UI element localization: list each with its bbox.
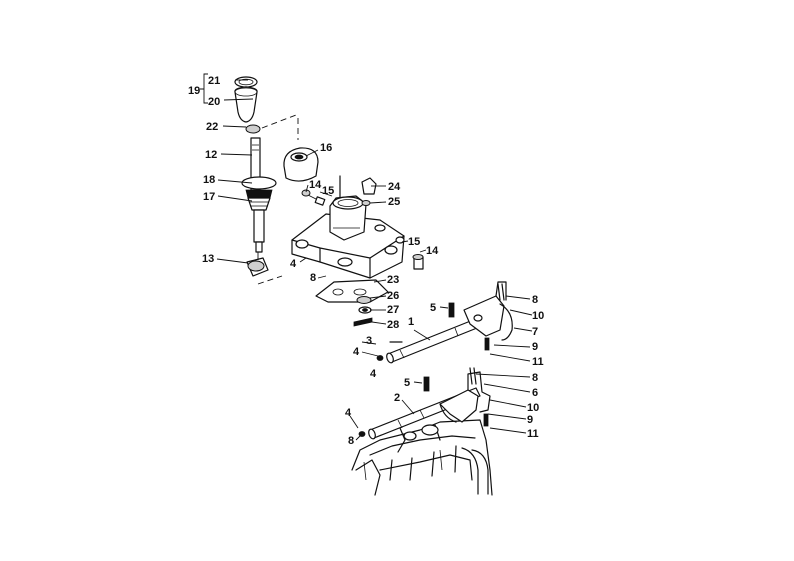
lever-lower-shaft bbox=[253, 209, 265, 253]
sleeve-pin-upper bbox=[484, 337, 490, 351]
callout-4-housing: 4 bbox=[290, 258, 297, 270]
callout-13: 13 bbox=[202, 253, 214, 265]
callout-14-right: 14 bbox=[426, 245, 439, 257]
callout-26: 26 bbox=[387, 290, 399, 302]
shift-housing bbox=[291, 175, 405, 279]
detent-spring bbox=[358, 306, 372, 314]
callout-16: 16 bbox=[320, 142, 332, 154]
shift-knob-cap bbox=[234, 76, 258, 88]
callout-9-upper: 9 bbox=[532, 341, 538, 353]
washer-left-2 bbox=[358, 431, 366, 437]
callout-8-lower: 8 bbox=[532, 372, 538, 384]
callout-19: 19 bbox=[188, 85, 200, 97]
spring-pin-lower bbox=[469, 367, 477, 385]
housing-bolt-left bbox=[301, 189, 326, 206]
callout-27: 27 bbox=[387, 304, 399, 316]
callout-24: 24 bbox=[388, 181, 401, 193]
callout-23: 23 bbox=[387, 274, 399, 286]
knob-nut bbox=[245, 124, 261, 134]
shift-boot bbox=[283, 147, 319, 182]
shift-knob bbox=[234, 86, 258, 123]
roll-pin-lower bbox=[423, 376, 430, 392]
callout-1: 1 bbox=[408, 316, 414, 328]
callout-22: 22 bbox=[206, 121, 218, 133]
lever-spring-seat bbox=[241, 176, 277, 211]
gearbox-housing bbox=[351, 419, 493, 496]
callout-4-lower: 4 bbox=[345, 407, 352, 419]
callout-4-upper-b: 4 bbox=[370, 368, 377, 380]
shift-fork-upper bbox=[463, 281, 513, 341]
leader-lines bbox=[200, 73, 533, 441]
callout-3: 3 bbox=[366, 335, 372, 347]
callout-17: 17 bbox=[203, 191, 215, 203]
callout-14-left: 14 bbox=[309, 179, 322, 191]
callout-5-upper: 5 bbox=[430, 302, 436, 314]
callout-5-lower: 5 bbox=[404, 377, 410, 389]
callout-11-upper: 11 bbox=[532, 356, 544, 368]
washer-left-1 bbox=[376, 355, 384, 361]
callout-25: 25 bbox=[388, 196, 400, 208]
callout-18: 18 bbox=[203, 174, 215, 186]
callout-2: 2 bbox=[394, 392, 400, 404]
callout-15-right: 15 bbox=[408, 236, 420, 248]
callout-15-left: 15 bbox=[322, 185, 334, 197]
callout-8-housing: 8 bbox=[310, 272, 316, 284]
selector-shaft-upper bbox=[386, 317, 483, 364]
callout-7: 7 bbox=[532, 326, 538, 338]
callout-10-lower: 10 bbox=[527, 402, 539, 414]
lever-bottom-ball bbox=[246, 252, 269, 277]
assembly-line-lever bbox=[261, 114, 297, 129]
callout-10-upper: 10 bbox=[532, 310, 544, 322]
callout-12: 12 bbox=[205, 149, 217, 161]
callout-11-lower: 11 bbox=[527, 428, 539, 440]
callout-8-lower-left: 8 bbox=[348, 435, 354, 447]
callout-8-upper: 8 bbox=[532, 294, 538, 306]
housing-bolt-right bbox=[395, 236, 424, 270]
plug-washer bbox=[356, 296, 372, 304]
callout-20: 20 bbox=[208, 96, 220, 108]
shift-fork-lower bbox=[439, 371, 491, 423]
gasket-plate bbox=[315, 279, 389, 303]
breather-valve bbox=[361, 177, 377, 206]
callout-28: 28 bbox=[387, 319, 399, 331]
detent-pin bbox=[353, 317, 373, 327]
callout-21: 21 bbox=[208, 75, 220, 87]
callout-9-lower: 9 bbox=[527, 414, 533, 426]
roll-pin-upper bbox=[448, 302, 455, 318]
assembly-line-bottom bbox=[257, 275, 283, 285]
callout-6: 6 bbox=[532, 387, 538, 399]
spring-pin-upper bbox=[497, 283, 505, 301]
callout-4-upper: 4 bbox=[353, 346, 360, 358]
sleeve-pin-lower bbox=[483, 413, 489, 427]
callouts: 21 19 20 22 12 18 17 13 16 14 15 24 25 1… bbox=[188, 75, 544, 447]
